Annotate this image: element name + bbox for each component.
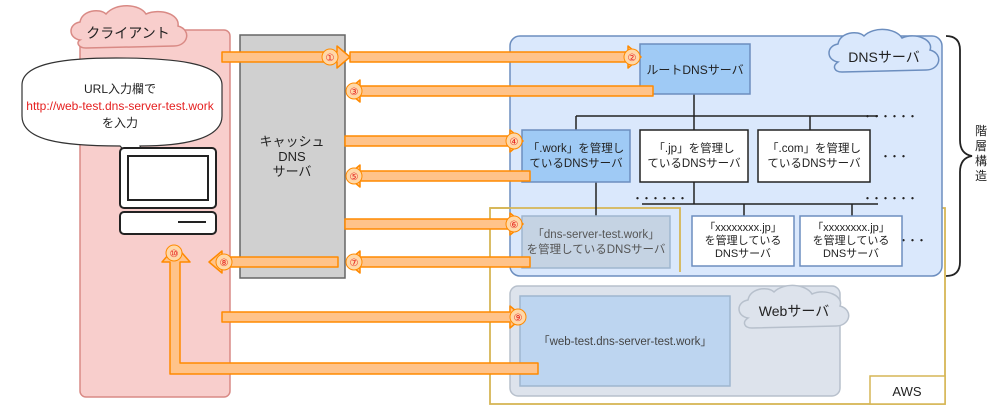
ellipsis-work-children: ・・・・・・ <box>632 193 686 205</box>
arrow-step-5 <box>346 164 531 188</box>
step-badges: ① ② ③ ④ ⑤ ⑥ ⑦ ⑧ ⑨ ⑩ <box>165 48 641 326</box>
svg-text:④: ④ <box>510 137 519 148</box>
svg-text:⑧: ⑧ <box>220 258 229 269</box>
badge-6: ⑥ <box>505 215 523 233</box>
badge-2: ② <box>623 48 641 66</box>
hierarchy-brace <box>945 35 973 277</box>
svg-text:⑥: ⑥ <box>510 220 519 231</box>
ellipsis-jp-children: ・・・・・・ <box>862 193 916 205</box>
arrow-step-1 <box>221 45 351 69</box>
tld-work-line1: 「.work」を管理し <box>528 141 624 155</box>
authoritative-dns-server <box>521 215 671 269</box>
bubble-url: http://web-test.dns-server-test.work <box>26 99 214 113</box>
aws-region-overlap <box>490 207 681 272</box>
tld-com-server <box>757 129 871 183</box>
bubble-line3: を入力 <box>102 116 138 130</box>
aws-label-box <box>869 375 946 405</box>
tld-work-line2: ているDNSサーバ <box>529 157 623 170</box>
svg-text:⑤: ⑤ <box>350 172 359 183</box>
root-dns-server <box>639 43 751 95</box>
root-dns-label: ルートDNSサーバ <box>646 63 743 77</box>
web-host-label: 「web-test.dns-server-test.work」 <box>538 335 712 348</box>
jp1-line3: DNSサーバ <box>715 247 771 260</box>
tld-jp-line1: 「.jp」を管理し <box>653 141 734 155</box>
badge-3: ③ <box>345 82 363 100</box>
svg-text:②: ② <box>628 53 637 64</box>
ellipsis-level1: ・・・・・・ <box>862 111 916 123</box>
auth-dns-line1: 「dns-server-test.work」 <box>532 228 659 241</box>
badge-5: ⑤ <box>345 167 363 185</box>
tree-connectors <box>575 94 878 216</box>
ellipsis-tld: ・・・ <box>880 151 907 163</box>
svg-text:⑩: ⑩ <box>170 249 179 260</box>
badge-4: ④ <box>505 132 523 150</box>
badge-9: ⑨ <box>509 308 527 326</box>
jp1-line1: 「xxxxxxxx.jp」 <box>704 221 782 234</box>
dns-cloud: DNSサーバ <box>828 28 940 73</box>
jp-dns-server-1 <box>691 215 795 267</box>
svg-text:③: ③ <box>350 87 359 98</box>
web-cloud: Webサーバ <box>738 284 850 329</box>
computer-icon <box>119 147 217 235</box>
client-title: クライアント <box>86 25 169 41</box>
bubble-line1: URL入力欄で <box>84 81 156 96</box>
jp2-line3: DNSサーバ <box>823 247 879 260</box>
arrow-step-9 <box>221 305 524 329</box>
badge-8: ⑧ <box>215 253 233 271</box>
jp1-line2: を管理している <box>705 233 782 247</box>
aws-label: AWS <box>892 384 921 399</box>
svg-text:⑦: ⑦ <box>350 258 359 269</box>
badge-1: ① <box>321 48 339 66</box>
jp2-line2: を管理している <box>813 233 890 247</box>
jp-dns-server-2 <box>799 215 903 267</box>
tld-work-server <box>521 129 631 183</box>
tld-com-line1: 「.com」を管理し <box>767 141 861 155</box>
svg-text:①: ① <box>326 53 335 64</box>
cache-line2: DNS <box>278 149 306 164</box>
arrow-step-4 <box>344 129 524 153</box>
dns-cloud-label: DNSサーバ <box>848 49 919 65</box>
hierarchy-char-4: 造 <box>975 169 987 183</box>
client-cloud: クライアント <box>70 5 188 49</box>
cache-line3: サーバ <box>273 164 312 179</box>
badge-10: ⑩ <box>165 244 183 262</box>
cache-line1: キャッシュ <box>259 134 324 149</box>
hierarchy-char-1: 階 <box>975 123 987 138</box>
ellipsis-jp-servers: ・・・ <box>898 235 925 247</box>
url-speech-bubble: URL入力欄で http://web-test.dns-server-test.… <box>21 57 223 179</box>
jp2-line1: 「xxxxxxxx.jp」 <box>812 221 890 234</box>
hierarchy-char-2: 層 <box>975 139 987 153</box>
web-cloud-label: Webサーバ <box>759 303 829 319</box>
badge-7: ⑦ <box>345 253 363 271</box>
tld-jp-server <box>639 129 749 183</box>
cache-dns-panel <box>239 34 346 279</box>
auth-dns-line2: を管理しているDNSサーバ <box>527 242 666 256</box>
web-host-box <box>519 295 731 387</box>
tld-com-line2: ているDNSサーバ <box>767 157 861 170</box>
svg-text:⑨: ⑨ <box>514 313 523 324</box>
tld-jp-line2: ているDNSサーバ <box>647 157 741 170</box>
hierarchy-char-3: 構 <box>975 154 987 168</box>
